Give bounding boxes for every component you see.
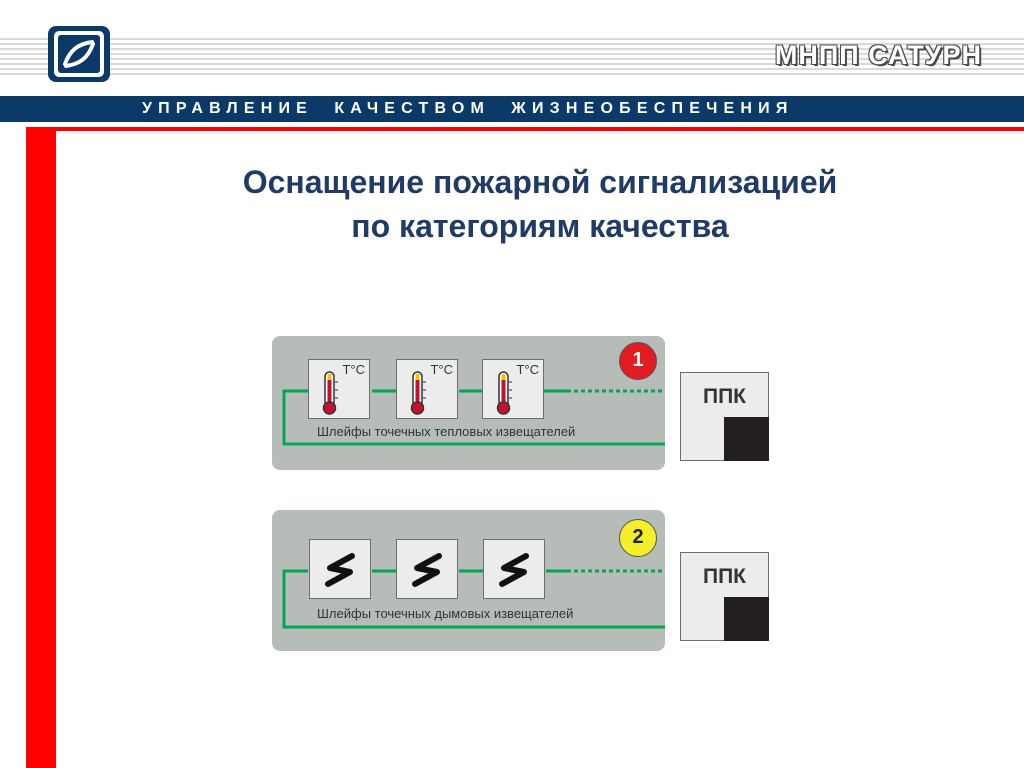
slogan-text: УПРАВЛЕНИЕ КАЧЕСТВОМ ЖИЗНЕОБЕСПЕЧЕНИЯ [142, 100, 794, 117]
left-accent-bar [26, 127, 56, 768]
smoke-zigzag-icon [325, 553, 355, 587]
category-badge-1: 1 [619, 342, 657, 380]
control-panel-indicator [724, 597, 769, 641]
page-title-line-1: Оснащение пожарной сигнализацией [242, 164, 838, 200]
thermometer-icon [496, 371, 512, 415]
control-panel-2: ППК [680, 552, 769, 641]
smoke-zigzag-icon [412, 553, 442, 587]
control-panel-1: ППК [680, 372, 769, 461]
header: МНПП САТУРН [0, 0, 1024, 92]
category-badge-2: 2 [619, 519, 657, 557]
heat-detector: T°C [482, 359, 544, 419]
thermometer-icon [410, 371, 426, 415]
brand-name: МНПП САТУРН [774, 40, 982, 70]
loop-wire [282, 389, 665, 446]
temperature-unit: T°C [516, 362, 539, 377]
smoke-detector [309, 539, 371, 599]
temperature-unit: T°C [342, 362, 365, 377]
control-panel-indicator [724, 417, 769, 461]
thermometer-icon [322, 371, 338, 415]
control-panel-label: ППК [702, 385, 746, 408]
top-accent-line [26, 127, 1024, 131]
temperature-unit: T°C [430, 362, 453, 377]
heat-detector: T°C [308, 359, 370, 419]
heat-detector: T°C [396, 359, 458, 419]
loop-wire [282, 569, 665, 629]
smoke-detector [396, 539, 458, 599]
slogan-bar [0, 96, 1024, 122]
loop-caption: Шлейфы точечных тепловых извещателей [317, 424, 576, 439]
company-logo-icon [48, 26, 110, 82]
page-title: Оснащение пожарной сигнализацией по кате… [56, 160, 1024, 248]
category-1-diagram: T°C T°C T°C Шлейфы точечных тепловых изв… [272, 336, 665, 470]
header-stripes [0, 38, 1024, 78]
control-panel-label: ППК [702, 565, 746, 588]
smoke-detector [483, 539, 545, 599]
category-2-diagram: Шлейфы точечных дымовых извещателей 2 [272, 510, 665, 651]
page-title-line-2: по категориям качества [351, 208, 729, 244]
loop-caption: Шлейфы точечных дымовых извещателей [317, 606, 574, 621]
smoke-zigzag-icon [499, 553, 529, 587]
